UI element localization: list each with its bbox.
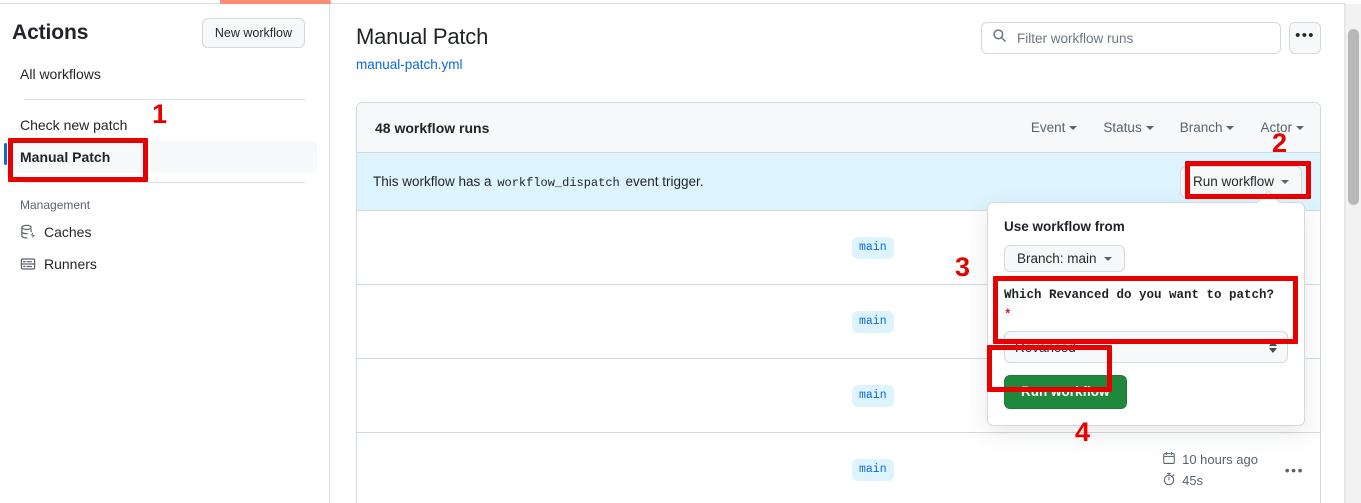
workflow-runs-count: 48 workflow runs [375,119,490,136]
chevron-down-icon [1296,125,1304,130]
sidebar-item-label: Check new patch [20,117,128,133]
sidebar-workflow-list: All workflows Check new patch Manual Pat… [0,58,329,280]
workflow-input-label-text: Which Revanced do you want to patch? [1004,288,1275,302]
new-workflow-button[interactable]: New workflow [201,18,305,48]
page-title: Manual Patch [356,24,489,49]
workflow-input-label: Which Revanced do you want to patch? * [1004,285,1288,325]
sidebar-header: Actions New workflow [0,4,329,58]
run-workflow-button-label: Run workflow [1192,173,1274,189]
branch-badge[interactable]: main [852,459,894,481]
branch-select-label: Branch: main [1017,251,1097,266]
actions-sidebar: Actions New workflow All workflows Check… [0,4,330,503]
sidebar-item-caches[interactable]: Caches [12,216,317,248]
page-scrollbar-track[interactable] [1345,4,1361,503]
dispatch-event-code: workflow_dispatch [497,175,620,190]
filter-actor[interactable]: Actor [1260,120,1304,135]
chevron-down-icon [1226,125,1235,130]
branch-badge[interactable]: main [852,384,894,407]
calendar-icon [1162,451,1176,468]
filter-label: Status [1103,120,1142,135]
dispatch-text: This workflow has a workflow_dispatch ev… [373,174,704,190]
branch-select-button[interactable]: Branch: main [1004,245,1125,272]
run-duration: 45s [1162,472,1203,489]
revanced-select-value: Revanced [1015,339,1076,355]
run-date-text: 10 hours ago [1182,452,1258,467]
branch-badge[interactable]: main [852,236,894,259]
top-divider [0,3,1345,4]
search-icon [992,28,1007,48]
search-area: ••• [981,22,1321,54]
cache-icon [20,224,36,240]
filter-label: Branch [1179,120,1223,135]
use-workflow-from-label: Use workflow from [1004,219,1125,234]
chevron-down-icon [1069,125,1078,130]
search-input[interactable] [1015,29,1270,47]
dispatch-text-before: This workflow has a [373,173,492,189]
run-meta: 10 hours ago 45s [1162,451,1258,489]
branch-badge[interactable]: main [852,310,894,333]
page-scrollbar-thumb[interactable] [1348,29,1359,205]
sidebar-item-check-new-patch[interactable]: Check new patch [12,109,317,141]
sidebar-item-label: All workflows [20,66,101,82]
filter-branch[interactable]: Branch [1180,120,1235,135]
run-workflow-submit-button[interactable]: Run workflow [1004,375,1127,409]
sidebar-item-manual-patch[interactable]: Manual Patch [4,141,317,173]
sidebar-item-label: Caches [44,224,92,240]
chevron-down-icon [1103,256,1112,261]
sidebar-divider [24,99,305,100]
sidebar-item-label: Runners [44,256,97,272]
sidebar-title: Actions [12,21,89,44]
sidebar-item-all-workflows[interactable]: All workflows [12,58,317,90]
filter-label: Event [1030,120,1066,135]
more-options-button[interactable]: ••• [1289,22,1321,54]
search-box[interactable] [981,22,1281,54]
row-more-options-button[interactable]: ••• [1284,462,1304,478]
filter-event[interactable]: Event [1031,120,1078,135]
run-date: 10 hours ago [1162,451,1258,468]
run-duration-text: 45s [1182,473,1204,488]
workflow-file-link[interactable]: manual-patch.yml [356,57,463,72]
dispatch-text-after: event trigger. [625,173,704,189]
stopwatch-icon [1162,472,1176,489]
sidebar-group-management: Management [20,198,91,212]
chevron-down-icon [1145,125,1154,130]
required-marker: * [1004,308,1012,322]
sidebar-item-runners[interactable]: Runners [12,248,317,280]
revanced-select[interactable]: Revanced [1004,331,1288,363]
select-arrows-icon [1269,341,1277,353]
scrollbar-divider [1344,4,1345,503]
sidebar-item-label: Manual Patch [20,149,111,165]
table-row[interactable]: main 10 hours ago [357,433,1320,503]
workflow-header: Manual Patch manual-patch.yml ••• [331,4,1345,75]
filter-status[interactable]: Status [1103,120,1154,135]
chevron-down-icon [1281,179,1289,184]
sidebar-divider [24,182,305,183]
run-workflow-dropdown-button[interactable]: Run workflow [1179,165,1302,198]
page-loading-bar [220,0,331,4]
runners-icon [20,256,36,272]
workflow-runs-header: 48 workflow runs Event Status Branch [357,103,1320,153]
run-workflow-panel: Use workflow from Branch: main Which Rev… [987,202,1305,426]
filter-label: Actor [1260,120,1292,135]
workflow-runs-filters: Event Status Branch Actor [1031,120,1304,135]
